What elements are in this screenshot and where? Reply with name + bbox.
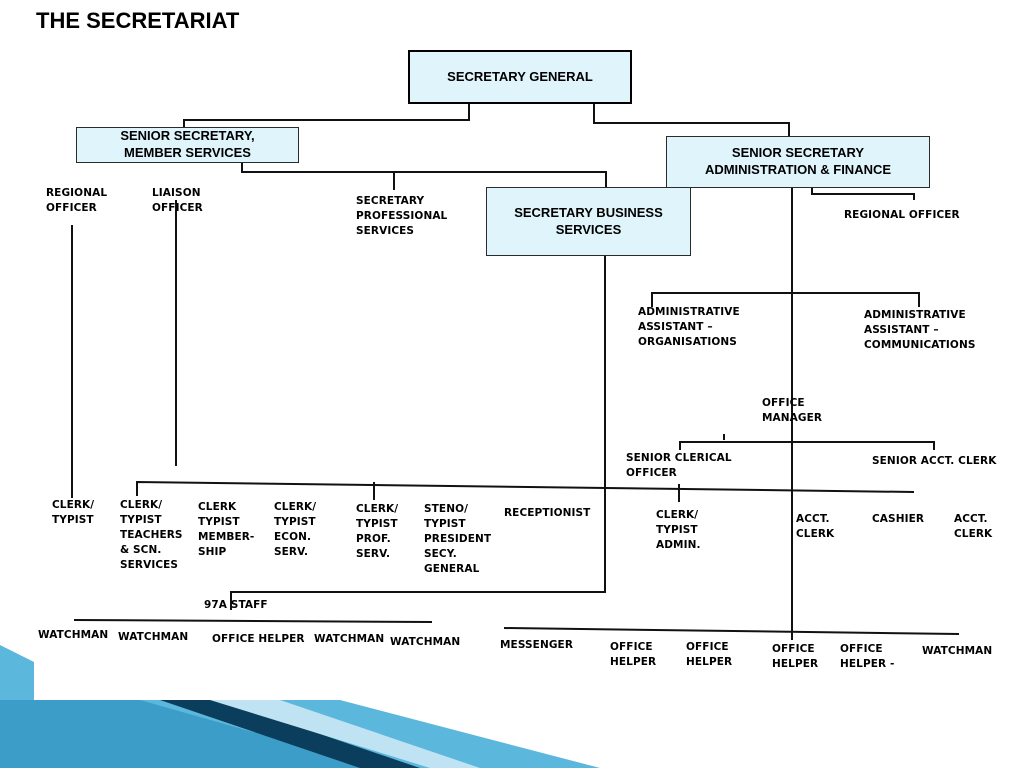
regional-officer-right: REGIONAL OFFICER: [844, 209, 960, 221]
office-helper-3: OFFICE HELPER: [686, 641, 733, 668]
office-helper-5: OFFICE HELPER -: [840, 643, 895, 670]
steno-typist: STENO/ TYPIST PRESIDENT SECY. GENERAL: [424, 503, 492, 575]
senior-admin-finance-box: SENIOR SECRETARY ADMINISTRATION & FINANC…: [666, 136, 930, 188]
admin-assistant-organisations: ADMINISTRATIVE ASSISTANT – ORGANISATIONS: [638, 306, 740, 348]
senior-member-services-box: SENIOR SECRETARY, MEMBER SERVICES: [76, 127, 299, 163]
connector-lines: [71, 103, 960, 640]
clerk-typist-admin: CLERK/ TYPIST ADMIN.: [656, 509, 701, 551]
watchman-5: WATCHMAN: [922, 645, 993, 657]
regional-officer-left: REGIONAL OFFICER: [46, 187, 108, 214]
clerk-typist-econ: CLERK/ TYPIST ECON. SERV.: [274, 501, 317, 558]
watchman-1: WATCHMAN: [38, 629, 109, 641]
office-helper-1: OFFICE HELPER: [212, 633, 305, 645]
watchman-4: WATCHMAN: [390, 636, 461, 648]
org-chart: SECRETARY GENERAL SENIOR SECRETARY, MEMB…: [34, 40, 998, 700]
clerk-typist: CLERK/ TYPIST: [52, 499, 95, 526]
secretary-general-box: SECRETARY GENERAL: [408, 50, 632, 104]
97a-staff: 97A STAFF: [204, 599, 268, 611]
messenger: MESSENGER: [500, 639, 574, 651]
cashier: CASHIER: [872, 513, 925, 525]
secretary-professional-services: SECRETARY PROFESSIONAL SERVICES: [356, 195, 448, 237]
liaison-officer: LIAISON OFFICER: [152, 187, 203, 214]
clerk-typist-teachers: CLERK/ TYPIST TEACHERS & SCN. SERVICES: [120, 499, 183, 571]
acct-clerk-2: ACCT. CLERK: [954, 513, 993, 540]
receptionist: RECEPTIONIST: [504, 507, 591, 519]
watchman-3: WATCHMAN: [314, 633, 385, 645]
office-helper-2: OFFICE HELPER: [610, 641, 657, 668]
office-manager: OFFICE MANAGER: [762, 397, 823, 424]
clerk-typist-membership: CLERK TYPIST MEMBER- SHIP: [198, 501, 255, 558]
watchman-2: WATCHMAN: [118, 631, 189, 643]
acct-clerk-1: ACCT. CLERK: [796, 513, 835, 540]
secretary-business-box: SECRETARY BUSINESS SERVICES: [486, 187, 691, 256]
senior-clerical-officer: SENIOR CLERICAL OFFICER: [626, 452, 732, 479]
office-helper-4: OFFICE HELPER: [772, 643, 819, 670]
clerk-typist-prof: CLERK/ TYPIST PROF. SERV.: [356, 503, 399, 560]
slide-title: THE SECRETARIAT: [36, 8, 240, 33]
admin-assistant-communications: ADMINISTRATIVE ASSISTANT – COMMUNICATION…: [864, 309, 976, 351]
senior-acct-clerk: SENIOR ACCT. CLERK: [872, 455, 997, 467]
